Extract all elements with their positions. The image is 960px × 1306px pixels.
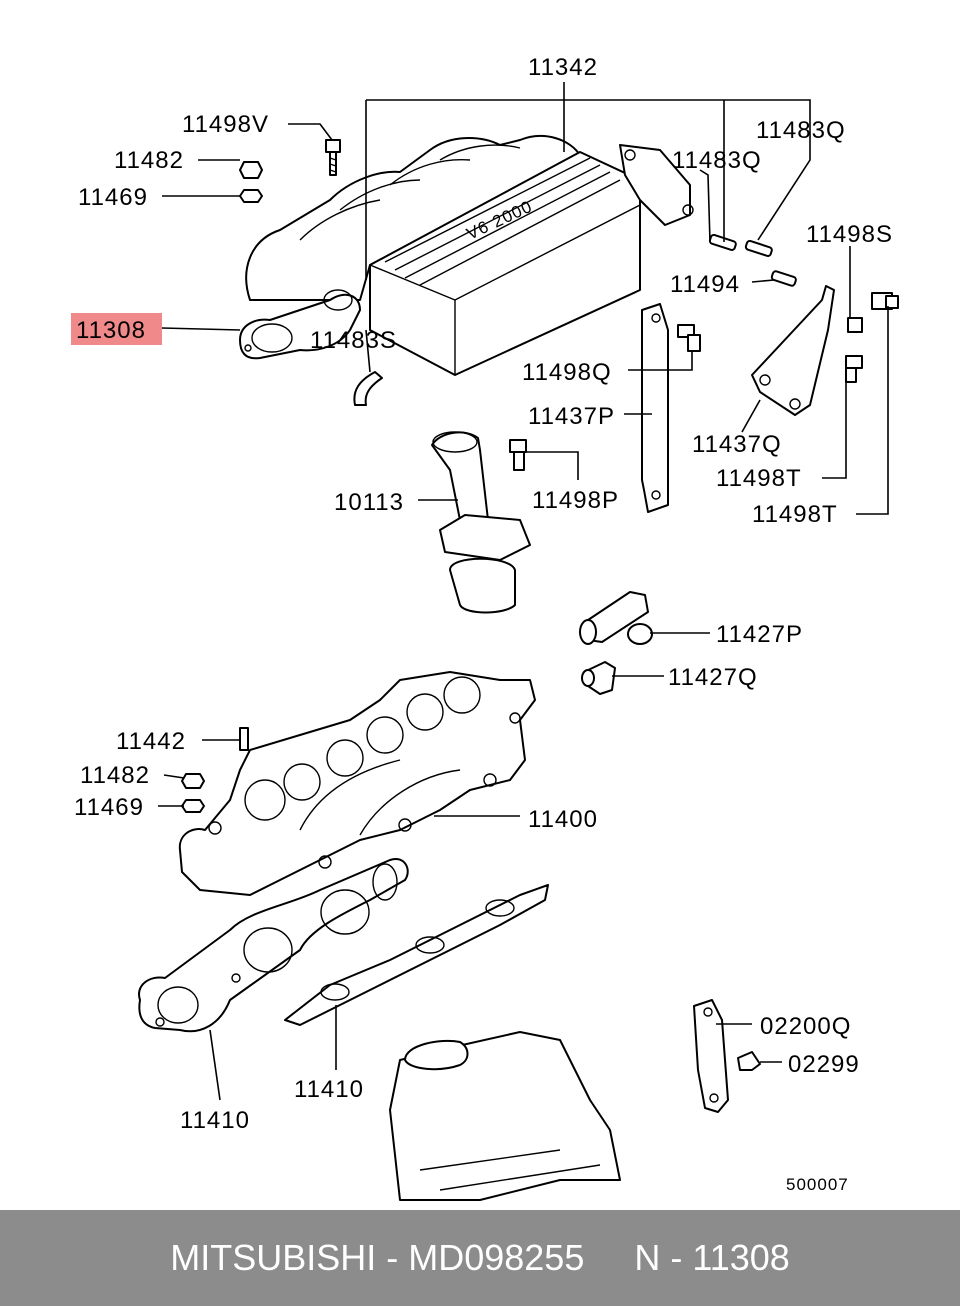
leader-lines <box>158 82 889 1101</box>
label-11400: 11400 <box>528 806 598 833</box>
fitting-11427P <box>579 591 653 645</box>
label-11498T-b: 11498T <box>752 501 838 528</box>
pins-11483Q <box>708 233 797 287</box>
upper-intake-plenum: V6 2000 <box>239 135 694 406</box>
label-11494: 11494 <box>670 271 740 298</box>
bolts-11498 <box>677 292 899 383</box>
gasket-11410-small <box>284 884 549 1026</box>
diagram-code: 500007 <box>786 1175 849 1194</box>
gasket-11410-large <box>138 858 409 1033</box>
footer-part-info: MITSUBISHI - MD098255 N - 11308 <box>170 1237 790 1278</box>
engine-head <box>389 1031 621 1201</box>
label-11342: 11342 <box>528 54 598 81</box>
label-11498P: 11498P <box>532 487 619 514</box>
label-11437P: 11437P <box>528 403 615 430</box>
bolt-11498V <box>325 139 341 176</box>
label-11483S: 11483S <box>310 327 397 354</box>
label-11498T-a: 11498T <box>716 465 802 492</box>
bracket-11437P <box>641 303 669 513</box>
washer-11469-top <box>239 189 263 203</box>
label-11437Q: 11437Q <box>692 431 782 458</box>
water-outlet-10113 <box>431 431 531 614</box>
parts-diagram: V6 2000 <box>71 54 899 1201</box>
label-11498Q: 11498Q <box>522 359 612 386</box>
label-10113: 10113 <box>334 489 404 516</box>
footer-bar: MITSUBISHI - MD098255 N - 11308 <box>0 1210 960 1306</box>
label-02200Q: 02200Q <box>760 1013 851 1040</box>
label-11410-a: 11410 <box>180 1107 250 1134</box>
highlight-box <box>71 313 162 345</box>
label-11498V: 11498V <box>182 111 269 138</box>
label-11410-b: 11410 <box>294 1076 364 1103</box>
label-11469-bot: 11469 <box>74 794 144 821</box>
label-11469-top: 11469 <box>78 184 148 211</box>
lower-intake-manifold <box>178 671 536 896</box>
label-11442: 11442 <box>116 728 186 755</box>
label-11427Q: 11427Q <box>668 664 758 691</box>
label-11427P: 11427P <box>716 621 803 648</box>
label-11308: 11308 <box>76 317 146 344</box>
label-11483Q-b: 11483Q <box>672 147 762 174</box>
bracket-11437Q <box>751 285 835 416</box>
label-02299: 02299 <box>788 1051 860 1078</box>
nut-11482-top <box>239 161 263 179</box>
fitting-11427Q <box>581 661 616 695</box>
bracket-02200Q <box>693 999 761 1113</box>
label-11482-top: 11482 <box>114 147 184 174</box>
label-11482-bot: 11482 <box>80 762 150 789</box>
label-11498S: 11498S <box>806 221 893 248</box>
label-11483Q-a: 11483Q <box>756 117 846 144</box>
